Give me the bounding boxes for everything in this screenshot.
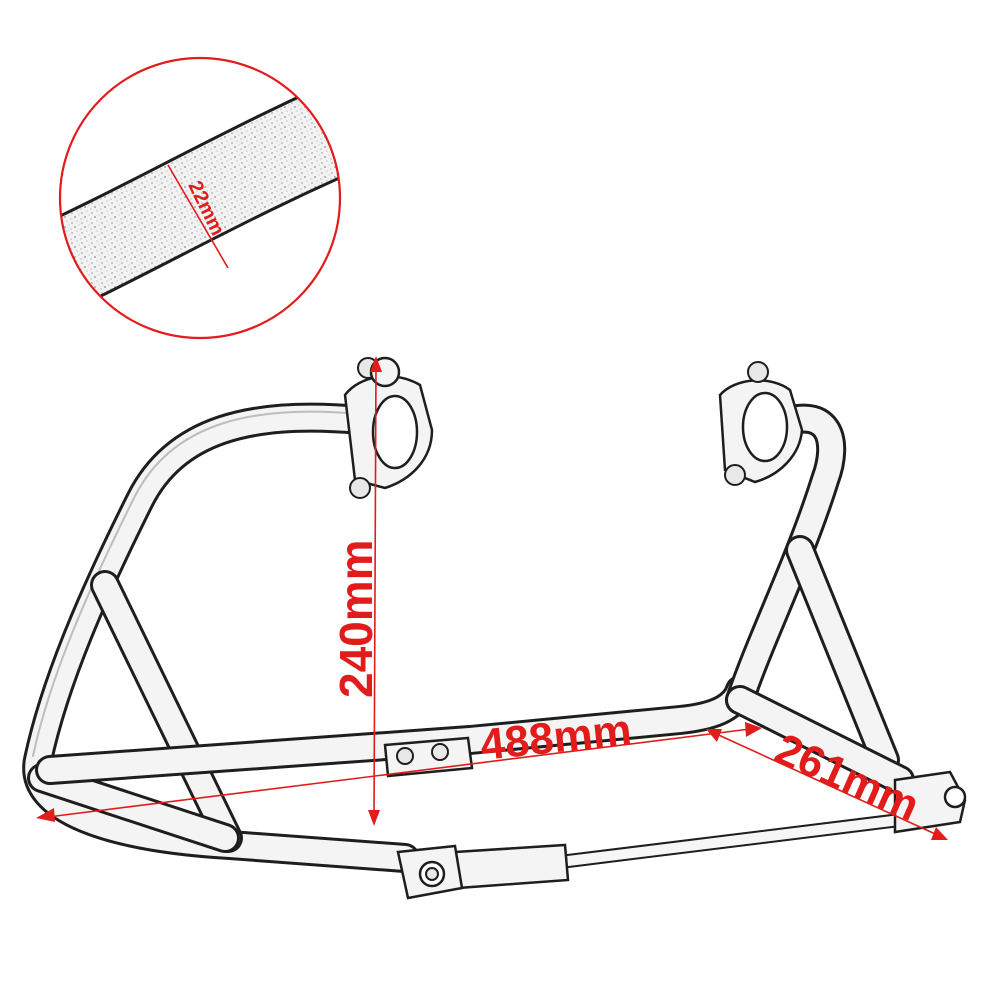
zoomed-tube xyxy=(60,58,340,333)
left-mount-clamp xyxy=(343,356,434,499)
diameter-line xyxy=(167,164,229,269)
width-label: 488mm xyxy=(478,705,634,770)
zoom-circle-border xyxy=(58,56,342,340)
bottom-bolt-icon xyxy=(425,867,439,881)
crash-bar-frame xyxy=(22,356,967,900)
right-clamp-bottom-bolt-icon xyxy=(724,464,746,486)
right-clamp-top-bolt-icon xyxy=(747,361,769,383)
right-foot xyxy=(893,770,967,834)
tube-zoom-callout: 22mm xyxy=(58,56,342,340)
height-label: 240mm xyxy=(330,539,382,698)
sleeve-bolt-left-icon xyxy=(396,747,414,765)
left-clamp-bottom-bolt-icon xyxy=(349,477,371,499)
height-dimension: 240mm xyxy=(330,356,382,826)
right-mount-clamp xyxy=(718,361,804,486)
bottom-sleeve xyxy=(453,843,570,890)
sleeve-bolt-right-icon xyxy=(431,743,449,761)
